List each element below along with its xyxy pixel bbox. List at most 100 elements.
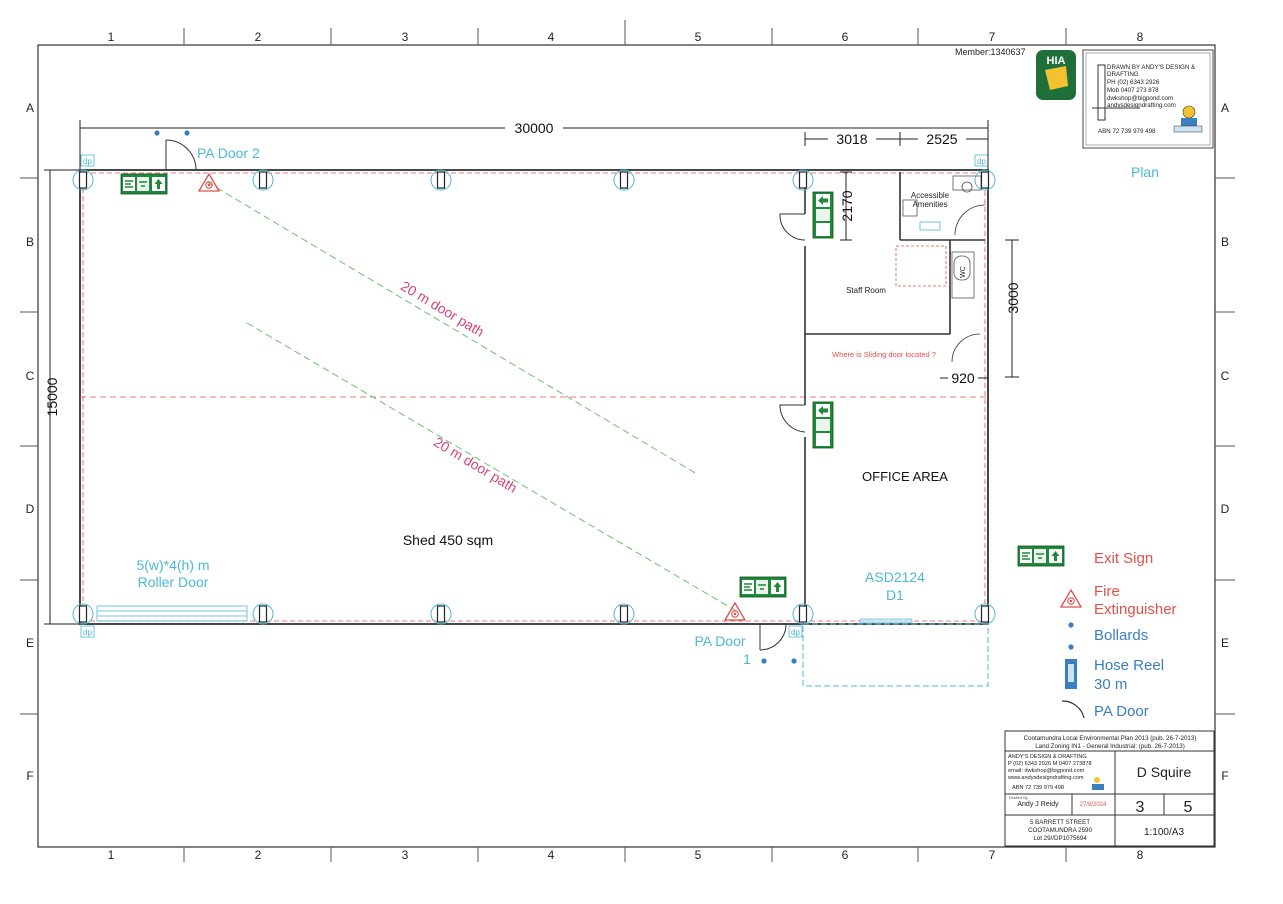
tb-sheet-total: 5 [1184,799,1193,816]
tb-drawn-label: Drafted By [1009,795,1028,800]
grid-row-d-right: D [1221,502,1230,516]
grid-col-3-bottom: 3 [402,848,409,862]
asd-door-label: D1 [886,587,904,603]
grid-column-labels-top: 1 2 3 4 5 6 7 8 [108,30,1144,44]
wc-label: WC [960,266,967,278]
legend-bollards-label: Bollards [1094,627,1148,644]
drawn-by-line-4: Mob 0407 273 878 [1107,87,1159,94]
legend-pa-door-label: PA Door [1094,703,1149,720]
door-path-label-1: 20 m door path [398,278,487,340]
legend-bollard-icon-1 [1068,622,1074,628]
view-label: Plan [1131,164,1159,180]
bollard-2 [184,130,190,136]
legend-exit-sign-icon [1017,545,1065,567]
grid-row-a: A [26,101,34,115]
office-entry-door [859,618,913,624]
drawn-by-line-2: DRAFTING [1107,71,1139,78]
grid-col-1-bottom: 1 [108,848,115,862]
tb-scale: 1:100/A3 [1144,827,1184,838]
legend-hose-reel-label-2: 30 m [1094,676,1127,693]
door-path-lines [206,181,739,613]
tb-address-2: COOTAMUNDRA 2590 [1028,827,1092,834]
grid-col-1: 1 [108,30,115,44]
grid-row-f: F [26,769,33,783]
dimension-labels: 30000 3018 2525 15000 2170 3000 920 [44,118,1021,416]
tb-drawn-by: Andy J Reidy [1017,801,1059,808]
dim-office-b: 2525 [926,131,957,147]
building-outline [79,169,989,625]
legend-fire-label-2: Extinguisher [1094,601,1177,618]
grid-col-4: 4 [548,30,555,44]
tb-company-2: P (02) 6343 2926 M 0407 273878 [1008,761,1092,767]
grid-col-6-bottom: 6 [842,848,849,862]
drawn-by-line-3: PH (02) 6343 2926 [1107,79,1160,86]
pa-door-2 [165,139,197,171]
grid-row-b-right: B [1221,235,1229,249]
drawn-by-line-1: DRAWN BY ANDY'S DESIGN & [1107,64,1196,71]
pa-door-1 [759,623,787,651]
member-number: Member:1340637 [955,47,1026,57]
tb-client: D Squire [1137,764,1192,780]
legend-fire-label-1: Fire [1094,583,1120,600]
dimension-lines [44,120,1019,625]
grid-row-d: D [26,502,35,516]
tb-company-3: email: dwkshop@bigpond.com [1008,768,1085,774]
roller-door-size: 5(w)*4(h) m [136,557,209,573]
grid-col-5: 5 [695,30,702,44]
dim-3000: 3000 [1005,282,1021,313]
downpipes: dp dp dp dp [80,154,989,638]
grid-column-labels-bottom: 1 2 3 4 5 6 7 8 [108,848,1144,862]
exit-sign-plan-1 [120,173,168,195]
grid-col-4-bottom: 4 [548,848,555,862]
hia-logo-text: HIA [1047,55,1066,67]
dim-overall-width: 15000 [44,377,60,416]
pa-door-1-label: PA Door [694,633,745,649]
grid-col-8-bottom: 8 [1137,848,1144,862]
bollard-1 [154,130,160,136]
bollard-3 [761,658,767,664]
grid-row-f-right: F [1221,769,1228,783]
roller-door-label: Roller Door [138,574,209,590]
grid-row-labels-right: A B C D E F [1221,101,1230,783]
exit-sign-plan-2 [739,576,787,598]
downpipe-label-sw: dp [83,628,92,637]
exit-sign-plan-3 [812,191,834,239]
accessible-amenities-label-1: Accessible [911,191,950,200]
door-path-label-2: 20 m door path [431,434,520,496]
drawn-by-abn: ABN 72 739 979 498 [1098,128,1156,135]
fire-extinguisher-plan-2 [724,602,746,621]
downpipe-label-se: dp [791,628,800,637]
tb-draftsman-icon [1092,777,1104,790]
exit-sign-plan-4 [812,401,834,449]
office-area-label: OFFICE AREA [862,469,948,484]
drawn-by-line-6: andysdesigndrafting.com [1107,102,1176,109]
title-block-text: Cootamundra Local Environmental Plan 201… [1007,735,1196,842]
tb-company-1: ANDY'S DESIGN & DRAFTING [1008,754,1087,760]
grid-row-c: C [26,369,35,383]
grid-row-e-right: E [1221,636,1229,650]
pa-door-2-label: PA Door 2 [197,145,260,161]
accessible-amenities-label-2: Amenities [912,200,947,209]
tb-date: 27/8/2024 [1080,802,1107,808]
legend-pa-door-icon [1061,700,1085,719]
tb-abn: ABN 72 739 979 498 [1012,785,1064,791]
dim-office-a: 3018 [836,131,867,147]
legend-hose-reel-label-1: Hose Reel [1094,657,1164,674]
tb-lep: Cootamundra Local Environmental Plan 201… [1024,735,1197,742]
hia-logo: HIA [1036,50,1076,100]
grid-col-2-bottom: 2 [255,848,262,862]
drawn-by-box: DRAWN BY ANDY'S DESIGN & DRAFTING PH (02… [1082,49,1214,149]
grid-row-e: E [26,636,34,650]
title-block [1004,730,1215,847]
legend-bollard-icon-2 [1068,644,1074,650]
drawn-by-line-5: dwkshop@bigpond.com [1107,95,1173,102]
draftsman-icon [1173,105,1203,133]
dim-2170: 2170 [839,190,855,221]
grid-col-7: 7 [989,30,996,44]
roller-door [96,605,248,622]
legend-fire-extinguisher-icon [1060,589,1082,608]
grid-col-3: 3 [402,30,409,44]
tb-zoning: Land Zoning IN1 - General Industrial: (p… [1035,743,1185,750]
legend-exit-sign-label: Exit Sign [1094,550,1153,567]
